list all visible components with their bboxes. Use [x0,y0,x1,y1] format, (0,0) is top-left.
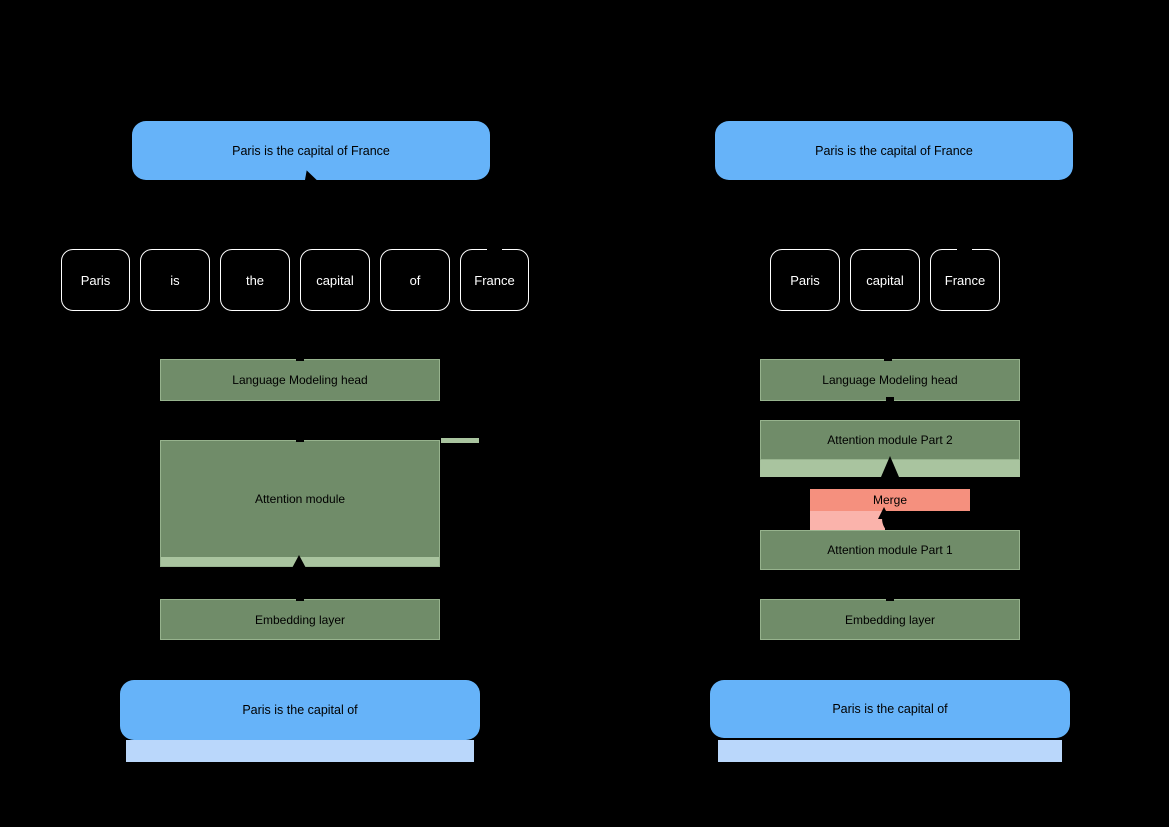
right-token-france: France [930,249,1000,311]
right-output-sentence-label: Paris is the capital of France [815,143,973,158]
edge-gap-mark [957,247,972,251]
token-label: is [170,272,180,288]
right-input-shadow-strip [718,740,1062,762]
merge-shadow-strip [810,511,885,530]
token-label: France [944,272,986,288]
left-embedding-layer-box: Embedding layer [160,599,440,640]
right-output-sentence-box: Paris is the capital of France [715,121,1073,180]
right-attention-part2-box: Attention module Part 2 [760,420,1020,460]
layer-label: Embedding layer [844,612,936,627]
left-token-france: France [460,249,529,311]
token-label: capital [866,272,904,288]
right-input-sentence-label: Paris is the capital of [832,702,948,716]
token-label: the [245,272,265,288]
kv-cache-tail-strip [441,438,479,443]
edge-tick-mark [296,597,304,601]
left-output-sentence-label: Paris is the capital of France [232,143,390,158]
right-embedding-layer-box: Embedding layer [760,599,1020,640]
layer-label: Language Modeling head [822,373,958,387]
right-token-capital: capital [850,249,920,311]
merge-label: Merge [872,493,907,507]
left-output-sentence-box: Paris is the capital of France [132,121,490,180]
merge-box: Merge [810,489,970,511]
layer-label: Attention module [254,492,346,506]
edge-tick-mark [296,438,304,442]
layer-label: Embedding layer [254,612,346,627]
edge-tick-mark [884,357,892,361]
token-label: Paris [790,272,820,288]
edge-tick-mark [886,397,894,401]
token-label: of [409,272,421,288]
layer-label: Language Modeling head [232,373,368,387]
left-token-the: the [220,249,290,311]
right-token-paris: Paris [770,249,840,311]
left-input-sentence-box: Paris is the capital of [120,680,480,740]
left-attention-module-box: Attention module [160,440,440,567]
left-input-shadow-strip [126,740,474,762]
layer-label: Attention module Part 1 [827,543,953,557]
token-label: Paris [80,272,111,288]
left-lm-head-box: Language Modeling head [160,359,440,401]
arrow-up-icon [881,456,899,477]
right-input-sentence-box: Paris is the capital of [710,680,1070,738]
right-lm-head-box: Language Modeling head [760,359,1020,401]
edge-tick-mark [886,597,894,601]
edge-tick-mark [296,357,304,361]
arrow-down-icon [490,250,500,257]
left-token-of: of [380,249,450,311]
arrow-down-icon [960,250,970,257]
edge-gap-mark [487,247,502,251]
left-token-capital: capital [300,249,370,311]
left-input-sentence-label: Paris is the capital of [242,703,358,717]
right-attention-part1-box: Attention module Part 1 [760,530,1020,570]
token-label: France [474,272,515,288]
left-token-is: is [140,249,210,311]
token-label: capital [316,272,354,288]
arrow-up-icon [291,555,307,570]
left-token-paris: Paris [61,249,130,311]
layer-label: Attention module Part 2 [827,433,953,447]
